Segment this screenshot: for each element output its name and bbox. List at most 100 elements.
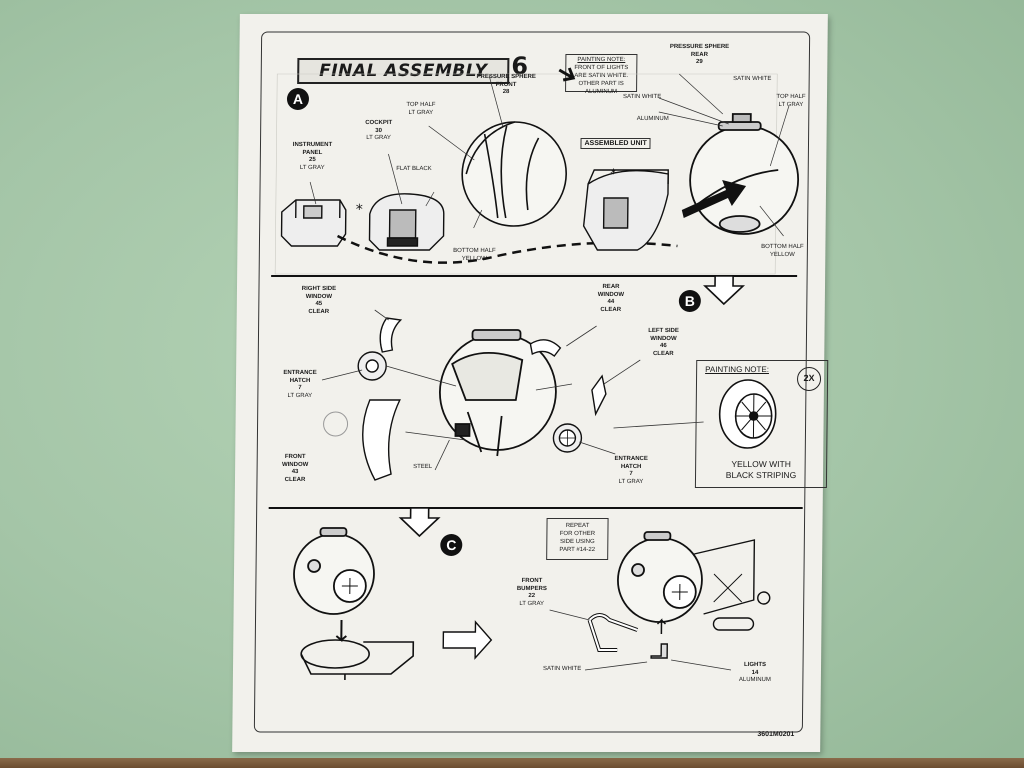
label-entrance-hatch-left: ENTRANCE HATCH 7 LT GRAY (276, 370, 324, 400)
label-color: LT GRAY (408, 109, 434, 116)
label-flat-black: FLAT BLACK (396, 166, 432, 172)
label-text: BOTTOM HALF (453, 248, 496, 254)
hatch-painting-detail (718, 379, 777, 449)
label-bottom-half-right: BOTTOM HALF YELLOW (757, 244, 807, 259)
label-instrument-panel: INSTRUMENT PANEL 25 LT GRAY (284, 142, 340, 172)
front-window-part (362, 399, 401, 481)
label-text: WINDOW (650, 335, 677, 342)
label-text: WINDOW (597, 291, 625, 298)
label-lights: LIGHTS 14 ALUMINUM (733, 662, 777, 685)
label-top-half-right: TOP HALF LT GRAY (771, 94, 811, 109)
step-c-marker: C (440, 534, 463, 556)
label-part-number: 46 (660, 343, 667, 349)
label-color: LT GRAY (778, 101, 804, 108)
label-part-number: 30 (375, 127, 383, 134)
label-satin-white: SATIN WHITE (542, 666, 582, 672)
label-part-number: 29 (695, 59, 703, 65)
label-text: REAR (690, 51, 708, 58)
entrance-hatch-left (357, 351, 387, 381)
leader-lines (309, 73, 790, 237)
label-part-number: 14 (751, 669, 759, 676)
label-right-side-window: RIGHT SIDE WINDOW 45 CLEAR (293, 286, 345, 316)
label-assembled-unit: ASSEMBLED UNIT (580, 138, 651, 149)
label-text: ENTRANCE (283, 370, 317, 376)
right-side-window-part (379, 317, 403, 353)
leader-lines-c (549, 609, 732, 671)
painting-note-caption: YELLOW WITH BLACK STRIPING (706, 459, 816, 481)
label-color: CLEAR (600, 306, 622, 313)
left-side-window-part (591, 374, 607, 417)
lights-part (650, 643, 668, 659)
label-pressure-sphere-front: PRESSURE SPHERE FRONT 28 (471, 74, 541, 97)
label-part-number: 7 (629, 471, 633, 477)
label-text: FRONT (521, 578, 543, 584)
label-color: CLEAR (308, 308, 330, 315)
assembly-illustrations: * * (253, 31, 811, 733)
instruction-sheet: FINAL ASSEMBLY 6 PAINTING NOTE: FRONT OF… (232, 14, 829, 752)
label-color: YELLOW (769, 251, 795, 258)
label-text: REAR (602, 284, 620, 290)
pressure-sphere-rear (689, 113, 800, 235)
label-color: LT GRAY (287, 392, 313, 399)
label-text: FRONT (284, 454, 306, 460)
label-text: LEFT SIDE (648, 328, 679, 334)
entrance-hatch-right (552, 423, 583, 453)
label-text: RIGHT SIDE (301, 286, 337, 292)
label-text: ENTRANCE (614, 456, 648, 462)
label-text: HATCH (620, 463, 642, 470)
label-text: TOP HALF (406, 102, 436, 108)
label-color: LT GRAY (618, 478, 644, 485)
hatch-ghost (323, 411, 349, 437)
label-text: HATCH (289, 377, 311, 384)
insert-arrow-icon (681, 180, 747, 218)
label-text: INSTRUMENT (292, 142, 333, 148)
pressure-sphere-front (461, 121, 567, 227)
label-text: WINDOW (281, 461, 309, 468)
down-arrow-icon (335, 620, 347, 643)
label-color: CLEAR (652, 350, 674, 357)
catalog-code: 3601M0201 (757, 731, 795, 738)
painting-note-title: PAINTING NOTE: (705, 365, 770, 374)
caption-line: BLACK STRIPING (725, 470, 797, 480)
label-part-number: 44 (607, 299, 615, 305)
label-text: PANEL (302, 149, 323, 156)
table-edge (0, 758, 1024, 768)
label-text: BOTTOM HALF (761, 244, 804, 250)
svg-text:*: * (610, 167, 617, 182)
label-left-side-window: LEFT SIDE WINDOW 46 CLEAR (638, 328, 688, 358)
sphere-step-c-right (617, 531, 703, 623)
step-a-marker: A (286, 88, 310, 110)
label-front-bumpers: FRONT BUMPERS 22 LT GRAY (510, 578, 554, 608)
down-arrow-icon (398, 507, 441, 538)
cockpit-part (368, 193, 445, 251)
label-text: BUMPERS (516, 585, 547, 592)
quantity-badge: 2X (796, 367, 822, 391)
label-text: COCKPIT (365, 120, 393, 126)
label-text: FRONT (495, 81, 517, 88)
label-text: PRESSURE SPHERE (476, 74, 536, 80)
label-color: CLEAR (284, 476, 306, 483)
sphere-step-c-left (293, 527, 375, 615)
repeat-note-line: FOR OTHER (559, 531, 596, 537)
label-cockpit: COCKPIT 30 LT GRAY (359, 120, 399, 143)
label-color: LT GRAY (519, 600, 545, 607)
label-color: ALUMINUM (738, 677, 771, 683)
instrument-panel-part (280, 199, 347, 247)
repeat-note-line: SIDE USING (559, 539, 595, 545)
chassis-right (694, 539, 771, 631)
label-text: LIGHTS (744, 662, 767, 668)
repeat-note-line: REPEAT (565, 523, 590, 529)
label-text: PRESSURE SPHERE (669, 44, 730, 50)
label-text: WINDOW (305, 293, 333, 300)
down-arrow-icon (703, 275, 746, 306)
label-part-number: 28 (502, 89, 510, 95)
label-steel: STEEL (413, 464, 433, 470)
label-color: YELLOW (461, 255, 487, 262)
label-part-number: 25 (308, 157, 316, 163)
label-aluminum: ALUMINUM (636, 116, 669, 122)
label-part-number: 45 (315, 301, 323, 307)
label-entrance-hatch-right: ENTRANCE HATCH 7 LT GRAY (607, 456, 655, 486)
painting-note-hatch: PAINTING NOTE: 2X YELLOW WITH BLACK STRI… (694, 360, 829, 488)
label-top-half: TOP HALF LT GRAY (399, 102, 443, 117)
right-arrow-icon (442, 620, 493, 660)
